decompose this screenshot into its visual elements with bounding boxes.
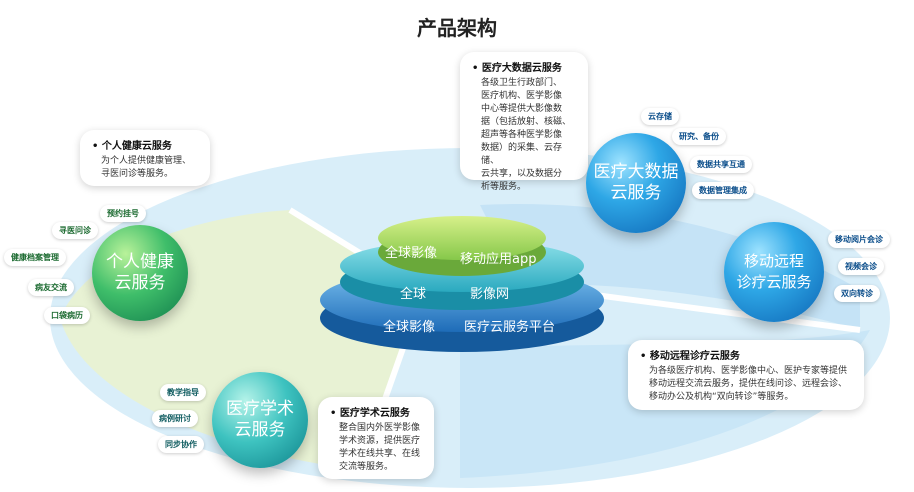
academic-pill: 同步协作	[158, 436, 204, 453]
remote-card-line: 为各级医疗机构、医学影像中心、医护专家等提供	[649, 366, 848, 376]
tier-bottom-right-label: 医疗云服务平台	[464, 319, 555, 335]
tier-top-left-label: 全球影像	[385, 245, 437, 261]
academic-card: 医疗学术云服务 整合国内外医学影像 学术资源，提供医疗 学术在线共享、在线 交流…	[318, 397, 434, 479]
remote-pill: 视频会诊	[838, 258, 884, 275]
tier-top	[378, 216, 546, 260]
bigdata-card: 医疗大数据云服务 各级卫生行政部门、 医疗机构、医学影像 中心等提供大影像数 据…	[460, 52, 588, 192]
academic-card-line: 学术资源，提供医疗	[339, 436, 421, 446]
academic-pill: 病例研讨	[152, 410, 198, 427]
bigdata-pill: 研究、备份	[672, 128, 726, 145]
tier-middle-left-label: 全球	[400, 286, 426, 302]
academic-card-line: 学术在线共享、在线	[339, 449, 421, 459]
page-title: 产品架构	[417, 16, 497, 40]
bigdata-card-title: 医疗大数据云服务	[472, 62, 578, 75]
bigdata-card-line: 析等服务。	[481, 182, 527, 192]
personal-card-title: 个人健康云服务	[92, 140, 200, 153]
personal-sphere-line1: 个人健康	[106, 252, 174, 272]
remote-card-line: 移动远程交流云服务，提供在线问诊、远程会诊、	[649, 379, 848, 389]
academic-pill: 教学指导	[160, 384, 206, 401]
remote-sphere-line1: 移动远程	[743, 252, 804, 270]
personal-pill: 预约挂号	[100, 205, 146, 222]
academic-card-title: 医疗学术云服务	[330, 407, 424, 420]
tier-bottom-left-label: 全球影像	[383, 319, 435, 335]
bigdata-card-line: 据（包括放射、核磁、	[481, 117, 572, 127]
academic-sphere-line1: 医疗学术	[226, 399, 294, 419]
bigdata-pill: 数据共享互通	[690, 156, 752, 173]
remote-card-title: 移动远程诊疗云服务	[640, 350, 854, 363]
personal-pill: 健康档案管理	[4, 249, 66, 266]
academic-card-line: 交流等服务。	[339, 462, 394, 472]
bigdata-card-line: 中心等提供大影像数	[481, 104, 563, 114]
academic-card-body: 整合国内外医学影像 学术资源，提供医疗 学术在线共享、在线 交流等服务。	[330, 422, 424, 474]
personal-sphere-line2: 云服务	[114, 273, 166, 293]
bigdata-card-body: 各级卫生行政部门、 医疗机构、医学影像 中心等提供大影像数 据（包括放射、核磁、…	[472, 77, 578, 194]
bigdata-card-line: 超声等各种医学影像	[481, 130, 563, 140]
bigdata-card-line: 云共享，以及数据分	[481, 169, 563, 179]
personal-card-line: 为个人提供健康管理、	[101, 156, 192, 166]
personal-pill: 病友交流	[28, 279, 74, 296]
academic-sphere: 医疗学术 云服务	[212, 372, 308, 468]
remote-sphere: 移动远程 诊疗云服务	[724, 222, 824, 322]
bigdata-card-line: 各级卫生行政部门、	[481, 78, 563, 88]
remote-pill: 双向转诊	[834, 285, 880, 302]
remote-card-body: 为各级医疗机构、医学影像中心、医护专家等提供 移动远程交流云服务，提供在线问诊、…	[640, 365, 854, 404]
personal-pill: 寻医问诊	[52, 222, 98, 239]
personal-card-body: 为个人提供健康管理、 寻医问诊等服务。	[92, 155, 200, 181]
bigdata-card-line: 数据）的采集、云存储、	[481, 143, 563, 166]
remote-card: 移动远程诊疗云服务 为各级医疗机构、医学影像中心、医护专家等提供 移动远程交流云…	[628, 340, 864, 410]
personal-pill: 口袋病历	[44, 307, 90, 324]
bigdata-sphere-line2: 云服务	[610, 183, 662, 203]
remote-card-line: 移动办公及机构“双向转诊”等服务。	[649, 392, 794, 402]
remote-pill: 移动阅片会诊	[828, 231, 890, 248]
tier-middle-right-label: 影像网	[470, 287, 509, 302]
remote-sphere-line2: 诊疗云服务	[736, 273, 812, 291]
tier-top-right-label: 移动应用app	[460, 251, 536, 267]
bigdata-sphere: 医疗大数据 云服务	[586, 133, 686, 233]
personal-sphere: 个人健康 云服务	[92, 225, 188, 321]
bigdata-sphere-line1: 医疗大数据	[593, 162, 679, 182]
bigdata-pill: 数据管理集成	[692, 182, 754, 199]
personal-card-line: 寻医问诊等服务。	[101, 169, 174, 179]
bigdata-pill: 云存储	[641, 108, 679, 125]
academic-sphere-line2: 云服务	[234, 420, 286, 440]
academic-card-line: 整合国内外医学影像	[339, 423, 421, 433]
personal-card: 个人健康云服务 为个人提供健康管理、 寻医问诊等服务。	[80, 130, 210, 186]
bigdata-card-line: 医疗机构、医学影像	[481, 91, 563, 101]
